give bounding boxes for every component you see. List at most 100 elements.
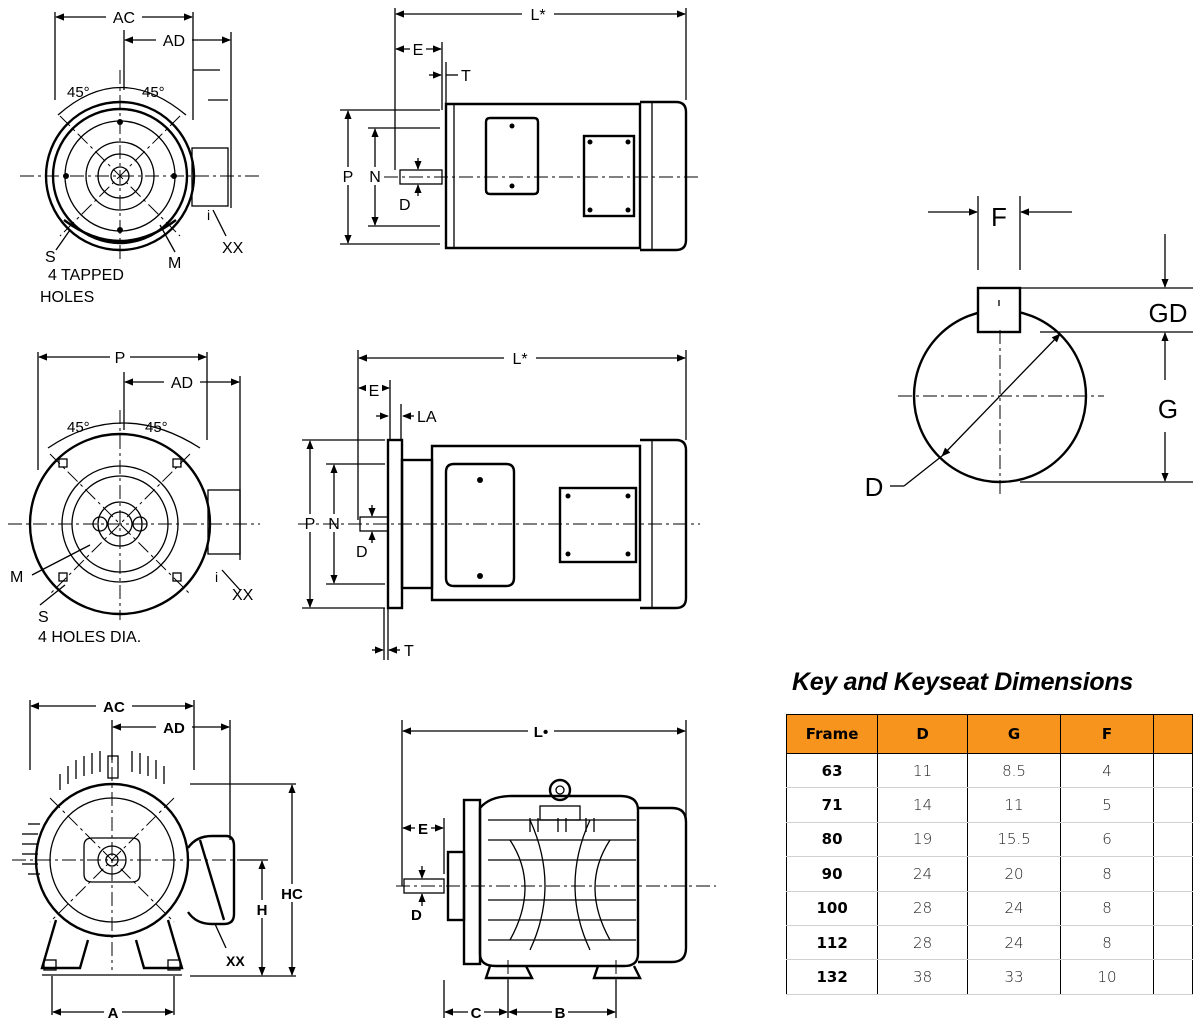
col-frame-header: Frame xyxy=(785,714,879,754)
label-gd: GD xyxy=(1149,298,1188,328)
keyseat-section: F GD G D xyxy=(865,196,1193,502)
col-f-header: F xyxy=(1060,714,1154,754)
label-la: LA xyxy=(417,409,437,426)
cell-frame: 112 xyxy=(785,925,879,961)
cell-f: 5 xyxy=(1060,787,1154,823)
col-g-header: G xyxy=(966,714,1062,754)
label-4-tapped: 4 TAPPED xyxy=(48,267,124,284)
cell-g: 11 xyxy=(966,787,1062,823)
label-4-holes-dia: 4 HOLES DIA. xyxy=(38,629,141,646)
label-e-flange: E xyxy=(369,383,380,400)
label-e-foot: E xyxy=(418,821,428,838)
end-view-foot-mount: AC AD xyxy=(12,697,306,1022)
cell-d: 38 xyxy=(877,959,968,995)
cell-extra xyxy=(1152,753,1193,789)
label-holes: HOLES xyxy=(40,289,94,306)
label-ad-flange: AD xyxy=(171,375,193,392)
cell-extra xyxy=(1152,787,1193,823)
cell-frame: 71 xyxy=(785,787,879,823)
table-header-row: Frame D G F xyxy=(785,714,1193,754)
cell-d: 24 xyxy=(877,856,968,892)
side-view-face-mount: L* E T P N D xyxy=(340,5,700,252)
key-table-title: Key and Keyseat Dimensions xyxy=(792,668,1133,696)
col-extra-header xyxy=(1152,714,1193,754)
label-p: P xyxy=(343,169,354,186)
label-xx-flange: XX xyxy=(232,587,254,604)
cell-frame: 100 xyxy=(785,891,879,926)
cell-g: 24 xyxy=(966,891,1062,926)
cell-f: 4 xyxy=(1060,753,1154,789)
label-s: S xyxy=(45,249,56,266)
cell-extra xyxy=(1152,891,1193,926)
cell-extra xyxy=(1152,856,1193,892)
cell-f: 8 xyxy=(1060,856,1154,892)
table-row: 112 28 24 8 xyxy=(785,925,1193,961)
label-45-left: 45° xyxy=(67,84,90,101)
label-d-key: D xyxy=(865,472,884,502)
label-ad: AD xyxy=(163,33,185,50)
cell-d: 14 xyxy=(877,787,968,823)
label-h: H xyxy=(257,902,268,919)
label-d-foot: D xyxy=(411,907,422,924)
label-f: F xyxy=(991,202,1007,232)
table-row: 90 24 20 8 xyxy=(785,856,1193,892)
table-row: 80 19 15.5 6 xyxy=(785,822,1193,858)
cell-g: 20 xyxy=(966,856,1062,892)
label-l-star-flange: L* xyxy=(512,351,527,368)
cell-frame: 63 xyxy=(785,753,879,789)
label-m: M xyxy=(168,255,181,272)
label-hc: HC xyxy=(281,886,303,903)
table-row: 63 11 8.5 4 xyxy=(785,753,1193,789)
label-p-flange: P xyxy=(115,350,126,367)
table-row: 100 28 24 8 xyxy=(785,891,1193,926)
cell-d: 19 xyxy=(877,822,968,858)
label-b: B xyxy=(555,1005,566,1022)
cell-d: 28 xyxy=(877,925,968,961)
label-e: E xyxy=(413,42,424,59)
table-row: 132 38 33 10 xyxy=(785,959,1193,995)
table-row: 71 14 11 5 xyxy=(785,787,1193,823)
label-i-flange: i xyxy=(215,569,218,585)
label-d-flange: D xyxy=(356,544,368,561)
cell-frame: 132 xyxy=(785,959,879,995)
label-c: C xyxy=(471,1005,482,1022)
label-ac-foot: AC xyxy=(103,699,125,716)
label-45-left-flange: 45° xyxy=(67,419,90,436)
cell-g: 15.5 xyxy=(966,822,1062,858)
key-dimensions-table: Frame D G F 63 11 8.5 4 71 14 11 5 80 19… xyxy=(785,714,1193,995)
label-l-dot: L• xyxy=(534,724,548,741)
label-i: i xyxy=(207,207,210,223)
cell-frame: 90 xyxy=(785,856,879,892)
label-n: N xyxy=(369,169,381,186)
label-t-flange: T xyxy=(404,643,414,660)
label-d: D xyxy=(399,197,411,214)
label-m-flange: M xyxy=(10,569,23,586)
label-g: G xyxy=(1158,394,1178,424)
cell-f: 8 xyxy=(1060,925,1154,961)
label-a: A xyxy=(108,1005,119,1022)
end-view-flange-mount: P AD 45° 45° M S 4 HOLES DIA. i xyxy=(8,348,260,646)
label-xx: XX xyxy=(222,240,244,257)
cell-d: 28 xyxy=(877,891,968,926)
cell-frame: 80 xyxy=(785,822,879,858)
cell-g: 24 xyxy=(966,925,1062,961)
cell-extra xyxy=(1152,822,1193,858)
cell-g: 8.5 xyxy=(966,753,1062,789)
cell-f: 8 xyxy=(1060,891,1154,926)
label-ad-foot: AD xyxy=(163,720,185,737)
cell-f: 6 xyxy=(1060,822,1154,858)
cell-f: 10 xyxy=(1060,959,1154,995)
end-view-face-mount: AC AD 45° 45° S 4 TAPPED HOLES M i xyxy=(20,8,260,306)
cell-extra xyxy=(1152,959,1193,995)
label-s-flange: S xyxy=(38,609,49,626)
cell-extra xyxy=(1152,925,1193,961)
label-t: T xyxy=(461,68,471,85)
side-view-foot-mount: L• E D xyxy=(396,720,716,1022)
side-view-flange-mount: L* E LA P N D xyxy=(298,349,700,660)
label-ac: AC xyxy=(113,10,135,27)
cell-d: 11 xyxy=(877,753,968,789)
label-l-star: L* xyxy=(530,7,545,24)
col-d-header: D xyxy=(877,714,968,754)
label-xx-foot: XX xyxy=(226,953,245,969)
